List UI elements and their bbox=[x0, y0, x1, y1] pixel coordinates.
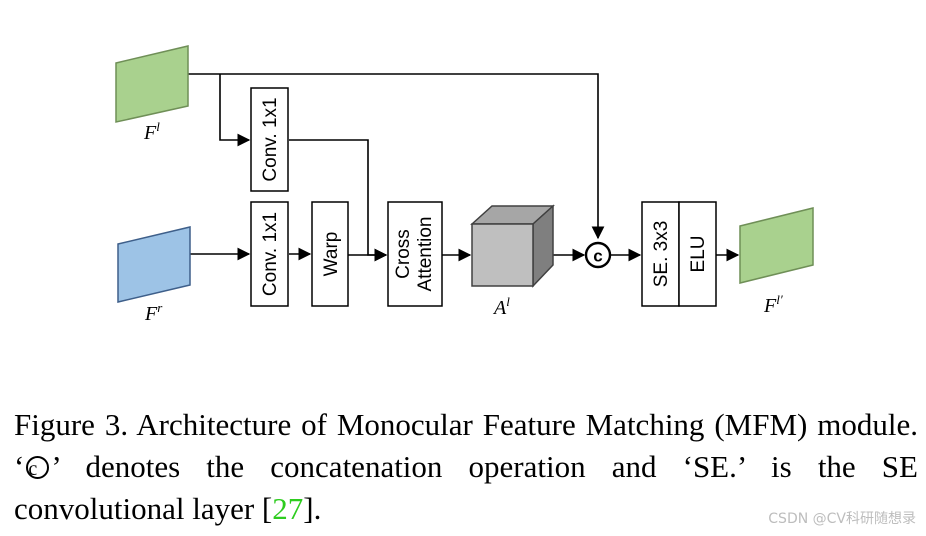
conv-top-label: Conv. 1x1 bbox=[260, 97, 281, 181]
mfm-architecture-diagram: Fl Fr Conv. 1x1 Conv. 1x1 Warp Cross Att… bbox=[115, 45, 814, 325]
concat-operator: c bbox=[584, 241, 612, 269]
feature-map-fl bbox=[115, 45, 189, 123]
conv-bottom-label: Conv. 1x1 bbox=[260, 212, 281, 296]
conv-top-box bbox=[250, 87, 289, 192]
label-fl-prime: Fl′ bbox=[763, 292, 783, 317]
feature-map-output bbox=[739, 207, 814, 284]
warp-label: Warp bbox=[321, 232, 342, 277]
fl-to-conv-top bbox=[219, 74, 251, 147]
elu-label: ELU bbox=[688, 236, 709, 273]
se-label: SE. 3x3 bbox=[651, 221, 672, 288]
cross-attention-label-2: Attention bbox=[415, 217, 436, 292]
caption-text-1: Figure 3. Architecture of Monocular Feat… bbox=[14, 407, 918, 484]
citation-link[interactable]: 27 bbox=[272, 491, 304, 526]
concat-symbol-inline: c bbox=[26, 456, 50, 480]
attention-cube bbox=[470, 204, 555, 288]
caption-text-2: ’ denotes the concatenation operation an… bbox=[14, 449, 918, 526]
feature-map-fr bbox=[117, 226, 191, 303]
label-al: Al bbox=[492, 294, 510, 319]
connector-lines bbox=[188, 73, 740, 262]
label-fr: Fr bbox=[144, 300, 163, 325]
label-fl: Fl bbox=[143, 119, 160, 144]
warp-box bbox=[311, 201, 349, 307]
cross-attention-box bbox=[387, 201, 443, 307]
watermark: CSDN @CV科研随想录 bbox=[768, 511, 916, 527]
conv-bottom-box bbox=[250, 201, 289, 307]
skip-connection-to-concat bbox=[188, 73, 605, 240]
figure-caption: Figure 3. Architecture of Monocular Feat… bbox=[14, 404, 918, 530]
cross-attention-label: Cross bbox=[393, 229, 414, 279]
se-box bbox=[641, 201, 680, 307]
elu-box bbox=[678, 201, 717, 307]
concat-symbol: c bbox=[593, 247, 602, 266]
caption-text-3: ]. bbox=[303, 491, 322, 526]
